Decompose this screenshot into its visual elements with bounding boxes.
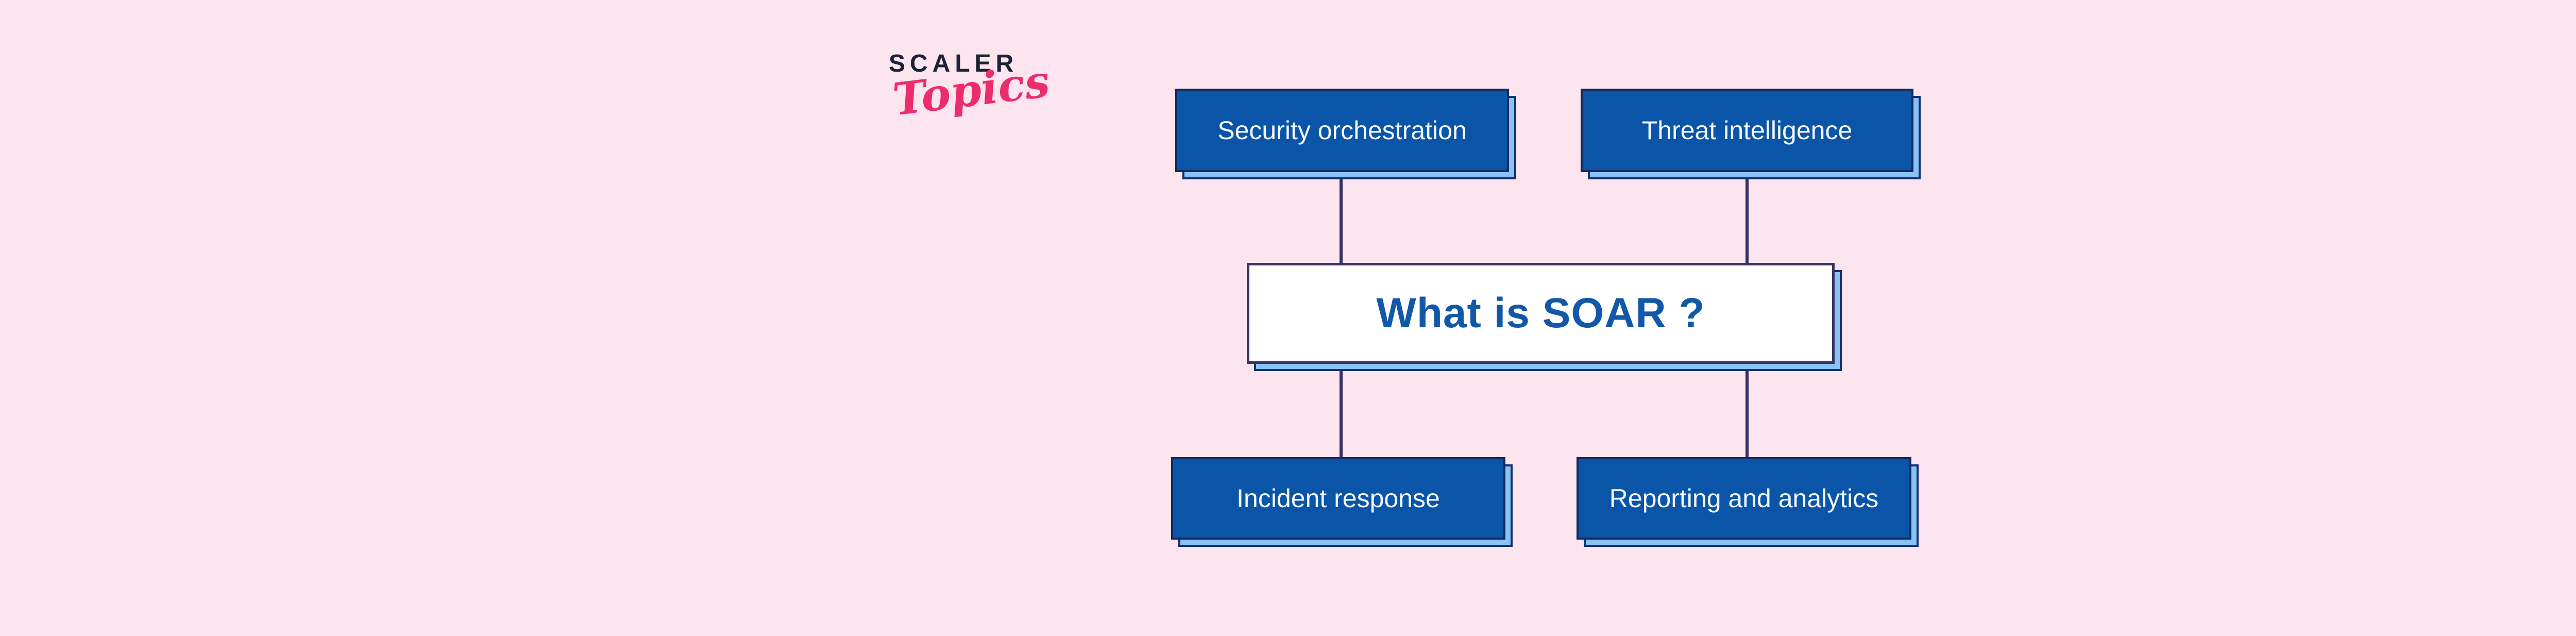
node-reporting-and-analytics: Reporting and analytics xyxy=(1577,457,1919,547)
node-face: Reporting and analytics xyxy=(1577,457,1911,540)
node-face: Incident response xyxy=(1171,457,1505,540)
diagram-title: What is SOAR ? xyxy=(1376,290,1705,337)
connector-bottom-right xyxy=(1745,361,1749,460)
node-security-orchestration: Security orchestration xyxy=(1175,89,1516,179)
connector-top-left xyxy=(1340,170,1343,266)
node-face: Threat intelligence xyxy=(1581,89,1913,172)
node-label-threat-intelligence: Threat intelligence xyxy=(1641,116,1853,145)
connector-top-right xyxy=(1745,170,1749,266)
node-label-reporting-and-analytics: Reporting and analytics xyxy=(1609,484,1879,513)
connector-bottom-left xyxy=(1340,361,1343,460)
node-label-incident-response: Incident response xyxy=(1236,484,1440,513)
node-face: Security orchestration xyxy=(1175,89,1509,172)
scaler-topics-logo: SCALER Topics xyxy=(889,50,1053,126)
node-label-security-orchestration: Security orchestration xyxy=(1217,116,1467,145)
node-face: What is SOAR ? xyxy=(1247,263,1835,364)
node-incident-response: Incident response xyxy=(1171,457,1513,547)
logo-scaler-text: SCALER xyxy=(889,50,1019,77)
node-threat-intelligence: Threat intelligence xyxy=(1581,89,1921,179)
node-what-is-soar: What is SOAR ? xyxy=(1247,263,1842,371)
